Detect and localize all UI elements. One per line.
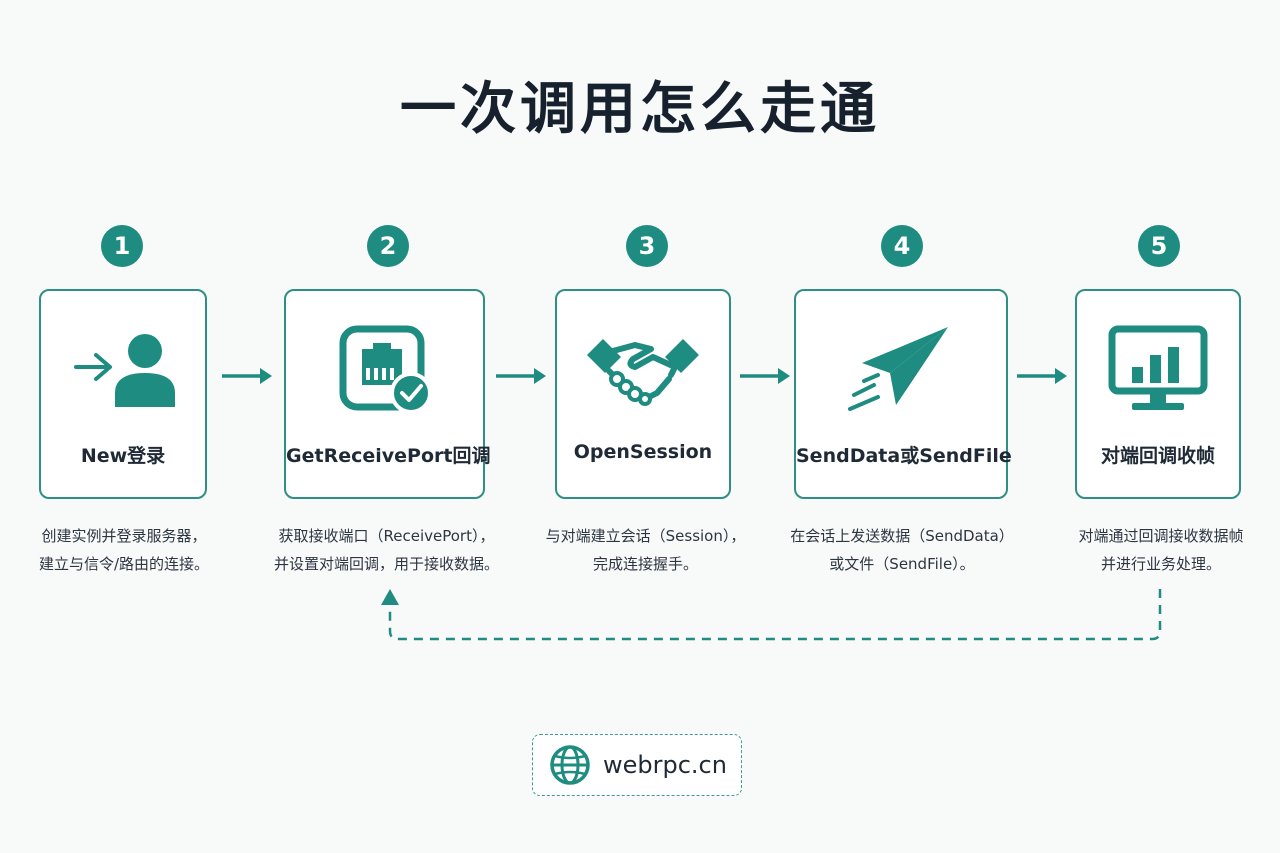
network-port-check-icon [339, 325, 432, 414]
globe-icon [550, 745, 590, 785]
step-card-peer-callback: 对端回调收帧 [1075, 289, 1241, 499]
step-number-2: 2 [367, 225, 409, 267]
step-desc-4-line-1: 在会话上发送数据（SendData） [790, 527, 1014, 545]
site-badge[interactable]: webrpc.cn [532, 734, 742, 796]
flow-arrow-4-5 [1017, 368, 1067, 384]
step-number-3: 3 [626, 225, 668, 267]
step-number-4: 4 [881, 225, 923, 267]
step-desc-3-line-1: 与对端建立会话（Session）， [545, 527, 746, 545]
monitor-chart-icon [1108, 325, 1208, 410]
step-desc-2-line-1: 获取接收端口（ReceivePort）， [278, 527, 495, 545]
step-label-4: SendData或SendFile [796, 445, 1012, 467]
step-label-2: GetReceivePort回调 [286, 445, 491, 467]
site-url[interactable]: webrpc.cn [603, 751, 727, 779]
step-desc-4: 在会话上发送数据（SendData） 或文件（SendFile）。 [778, 522, 1026, 578]
step-desc-1: 创建实例并登录服务器， 建立与信令/路由的连接。 [19, 522, 229, 578]
step-card-send-data: SendData或SendFile [794, 289, 1012, 499]
flow-arrow-1-2 [222, 368, 272, 384]
page-title: 一次调用怎么走通 [400, 77, 880, 142]
step-card-get-receive-port: GetReceivePort回调 [284, 289, 491, 499]
step-desc-3: 与对端建立会话（Session）， 完成连接握手。 [533, 522, 758, 578]
step-desc-2-line-2: 并设置对端回调，用于接收数据。 [273, 555, 499, 573]
step-desc-3-line-2: 完成连接握手。 [592, 555, 698, 573]
step-desc-5-line-1: 对端通过回调接收数据帧 [1078, 527, 1244, 545]
step-desc-4-line-2: 或文件（SendFile）。 [829, 555, 975, 573]
paper-plane-icon [848, 327, 948, 411]
step-label-5: 对端回调收帧 [1100, 445, 1215, 467]
step-label-3: OpenSession [573, 441, 713, 463]
step-card-open-session: OpenSession [555, 289, 731, 499]
flow-arrow-3-4 [740, 368, 790, 384]
step-card-new-login: New登录 [39, 289, 207, 499]
step-desc-1-line-2: 建立与信令/路由的连接。 [38, 555, 210, 573]
step-desc-1-line-1: 创建实例并登录服务器， [41, 527, 207, 545]
step-desc-5-line-2: 并进行业务处理。 [1100, 555, 1221, 573]
user-login-icon [74, 334, 175, 407]
handshake-icon [587, 339, 699, 406]
step-desc-5: 对端通过回调接收数据帧 并进行业务处理。 [1055, 522, 1267, 578]
step-label-1: New登录 [80, 445, 166, 467]
step-desc-2: 获取接收端口（ReceivePort）， 并设置对端回调，用于接收数据。 [259, 522, 514, 578]
step-number-5: 5 [1138, 225, 1180, 267]
flow-arrow-2-3 [496, 368, 546, 384]
loop-back-arrow [381, 589, 1162, 641]
step-number-1: 1 [101, 225, 143, 267]
